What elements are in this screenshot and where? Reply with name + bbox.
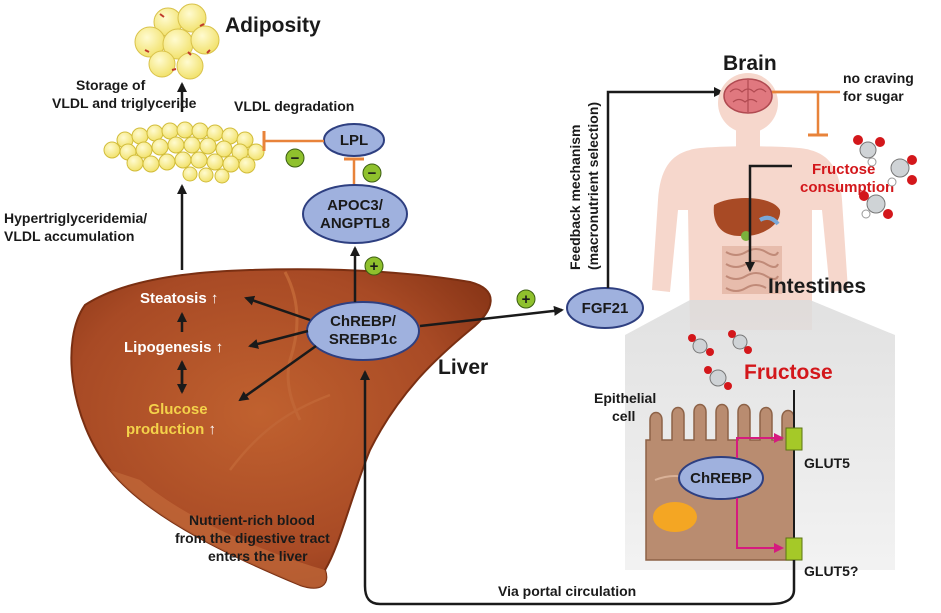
adipose-tissue-icon [134, 3, 220, 80]
glucose-label-line2: production ↑ [126, 421, 216, 438]
fructose-label: Fructose [744, 361, 833, 384]
portal-circulation-label: Via portal circulation [498, 583, 636, 599]
svg-text:+: + [370, 258, 379, 275]
chrebp-srebp1c-label-line1: ChREBP/ [330, 313, 397, 330]
minus-icon [285, 148, 305, 168]
nutrient-label-line3: enters the liver [208, 548, 308, 564]
liver-label: Liver [438, 356, 488, 379]
portal-circulation-arrow [360, 370, 796, 606]
hypertriglyceridemia-line1: Hypertriglyceridemia/ [4, 210, 147, 226]
glut5-label: GLUT5 [804, 455, 850, 471]
vldl-degradation-label: VLDL degradation [234, 98, 354, 114]
epithelial-label-line2: cell [612, 408, 635, 424]
arrow-chrebp-to-glut5-basal [736, 498, 784, 553]
arrow-chrebp-to-glut5 [736, 433, 784, 458]
nucleus-icon [653, 502, 697, 532]
fructose-molecule-icon [853, 135, 917, 219]
minus-icon [362, 163, 382, 183]
feedback-label-line2: (macronutrient selection) [585, 102, 601, 270]
svg-text:−: − [368, 165, 377, 182]
fructose-molecule-icon [688, 330, 752, 390]
lipogenesis-label: Lipogenesis ↑ [124, 339, 223, 356]
svg-text:−: − [291, 150, 300, 167]
plus-icon [364, 256, 384, 276]
adiposity-label: Adiposity [225, 14, 321, 37]
plus-icon [516, 289, 536, 309]
lpl-label: LPL [340, 132, 368, 149]
arrow-fructose-to-intestines [745, 164, 792, 272]
glut5-q-label: GLUT5? [804, 563, 858, 579]
glut5-transporter-icon [785, 537, 803, 561]
no-craving-line2: for sugar [843, 88, 904, 104]
craving-inhibition-line [772, 90, 820, 134]
fgf21-label: FGF21 [582, 300, 629, 317]
apoc3-angptl8-node [302, 184, 408, 244]
chrebp-node [678, 456, 764, 500]
feedback-label-line1: Feedback mechanism [567, 124, 583, 270]
vldl-particles-icon [103, 121, 265, 184]
nutrient-label-line2: from the digestive tract [175, 530, 330, 546]
apoc3-label-line1: APOC3/ [327, 197, 384, 214]
brain-icon [723, 78, 773, 114]
arrow-chrebp-to-steatosis [244, 295, 311, 322]
glucose-label-line1: Glucose [148, 401, 207, 418]
arrow-chrebp-to-glucose [238, 344, 317, 402]
fructose-consumption-line1: Fructose [812, 161, 875, 178]
fructose-consumption-line2: consumption [800, 179, 894, 196]
arrow-chrebp-to-fgf21 [419, 305, 564, 328]
epithelial-label-line1: Epithelial [594, 390, 656, 406]
chrebp-label: ChREBP [690, 470, 752, 487]
glut5-transporter-icon [785, 427, 803, 451]
no-craving-line1: no craving [843, 70, 914, 86]
arrow-fgf21-to-brain [606, 87, 724, 288]
fgf21-node [566, 287, 644, 329]
arrow-chrebp-to-lipogenesis [248, 329, 309, 349]
hypertriglyceridemia-line2: VLDL accumulation [4, 228, 134, 244]
brain-label: Brain [723, 52, 777, 75]
apoc3-label-line2: ANGPTL8 [320, 215, 390, 232]
nutrient-label-line1: Nutrient-rich blood [189, 512, 315, 528]
svg-text:+: + [522, 291, 531, 308]
chrebp-srebp1c-label-line2: SREBP1c [329, 331, 397, 348]
intestines-label: Intestines [768, 275, 866, 298]
storage-label-line1: Storage of [76, 77, 146, 93]
storage-label-line2: VLDL and triglyceride [52, 95, 197, 111]
steatosis-label: Steatosis ↑ [140, 290, 218, 307]
